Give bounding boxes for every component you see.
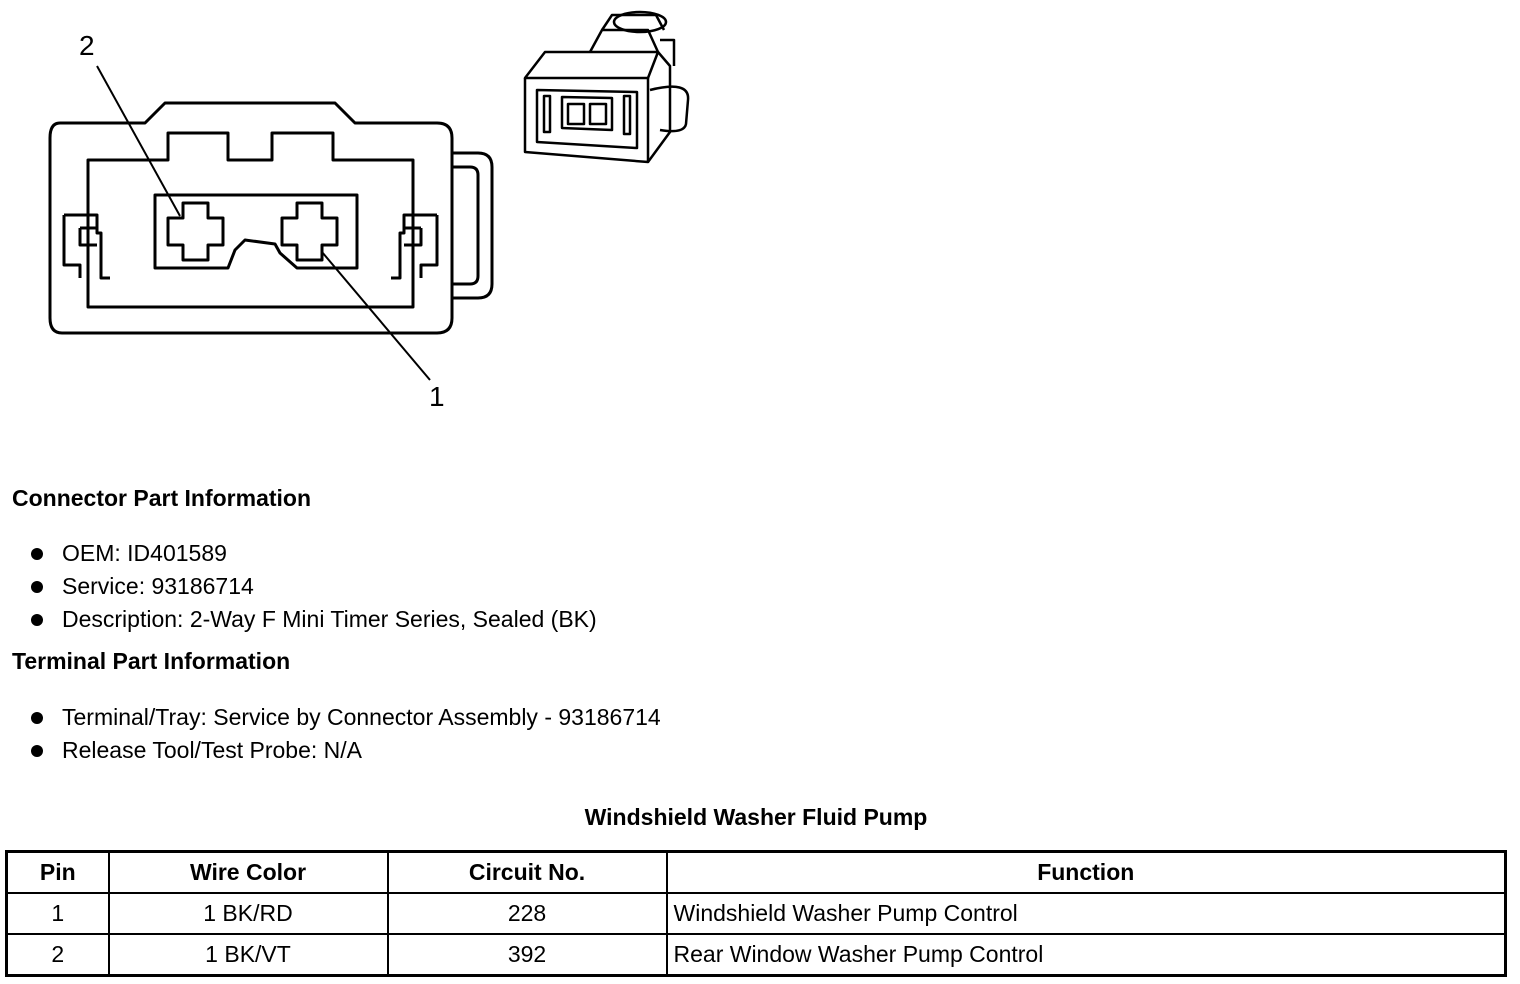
cell-wire-color: 1 BK/RD xyxy=(107,892,389,935)
connector-part-list: OEM: ID401589 Service: 93186714 Descript… xyxy=(30,537,597,636)
callout-line-2 xyxy=(96,65,181,217)
column-header-circuit-no: Circuit No. xyxy=(386,850,668,894)
cell-function: Windshield Washer Pump Control xyxy=(665,892,1507,935)
table-row: 2 1 BK/VT 392 Rear Window Washer Pump Co… xyxy=(5,933,1507,977)
list-item-text: Terminal/Tray: Service by Connector Asse… xyxy=(62,704,661,730)
cell-function: Rear Window Washer Pump Control xyxy=(665,933,1507,977)
cell-circuit-no: 228 xyxy=(386,892,668,935)
list-item: Service: 93186714 xyxy=(30,570,597,603)
callout-label-1: 1 xyxy=(429,381,445,412)
table-header-row: Pin Wire Color Circuit No. Function xyxy=(5,850,1507,894)
list-item-text: Release Tool/Test Probe: N/A xyxy=(62,737,363,763)
cell-pin: 2 xyxy=(5,933,110,977)
bullet-icon xyxy=(31,581,43,593)
connector-lock-tab-right xyxy=(391,213,439,280)
callout-line-1 xyxy=(321,251,431,381)
table-title: Windshield Washer Fluid Pump xyxy=(584,804,928,830)
connector-inner-frame xyxy=(86,131,415,309)
terminal-cavity-pin-1 xyxy=(280,201,339,262)
column-header-pin: Pin xyxy=(5,850,110,894)
connector-outer-body xyxy=(48,101,454,335)
connector-latch xyxy=(452,151,494,300)
terminal-part-list: Terminal/Tray: Service by Connector Asse… xyxy=(30,701,661,767)
connector-part-heading: Connector Part Information xyxy=(12,485,312,511)
list-item: Description: 2-Way F Mini Timer Series, … xyxy=(30,603,597,636)
connector-isometric-sketch xyxy=(523,10,690,164)
cell-circuit-no: 392 xyxy=(386,933,668,977)
bullet-icon xyxy=(31,548,43,560)
connector-lock-tab-left xyxy=(62,213,110,280)
pinout-table: Pin Wire Color Circuit No. Function 1 1 … xyxy=(5,850,1507,977)
bullet-icon xyxy=(31,712,43,724)
callout-label-2: 2 xyxy=(79,30,95,61)
cell-wire-color: 1 BK/VT xyxy=(107,933,389,977)
list-item: OEM: ID401589 xyxy=(30,537,597,570)
terminal-cavity-pin-2 xyxy=(166,201,225,262)
terminal-part-heading: Terminal Part Information xyxy=(12,648,291,674)
list-item: Terminal/Tray: Service by Connector Asse… xyxy=(30,701,661,734)
table-row: 1 1 BK/RD 228 Windshield Washer Pump Con… xyxy=(5,892,1507,935)
connector-diagram: 2 1 xyxy=(48,10,690,412)
terminal-cavity-block xyxy=(153,193,359,270)
column-header-function: Function xyxy=(665,850,1507,894)
list-item: Release Tool/Test Probe: N/A xyxy=(30,734,661,767)
list-item-text: Description: 2-Way F Mini Timer Series, … xyxy=(62,606,597,632)
list-item-text: Service: 93186714 xyxy=(62,573,254,599)
column-header-wire-color: Wire Color xyxy=(107,850,389,894)
cell-pin: 1 xyxy=(5,892,110,935)
list-item-text: OEM: ID401589 xyxy=(62,540,227,566)
bullet-icon xyxy=(31,614,43,626)
bullet-icon xyxy=(31,745,43,757)
